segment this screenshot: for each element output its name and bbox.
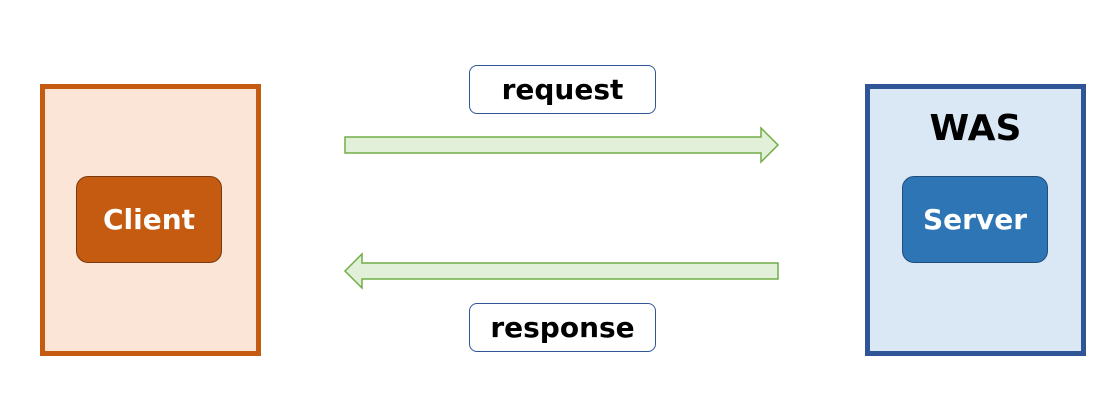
response-label: response xyxy=(469,303,656,352)
was-title: WAS xyxy=(929,108,1022,149)
response-label-text: response xyxy=(490,311,635,344)
request-label-text: request xyxy=(501,73,624,106)
request-arrow xyxy=(344,126,780,164)
client-label: Client xyxy=(102,203,196,236)
response-arrow xyxy=(343,252,779,290)
server-node: Server xyxy=(902,176,1048,263)
client-node: Client xyxy=(76,176,222,263)
server-label: Server xyxy=(922,203,1027,236)
request-label: request xyxy=(469,65,656,114)
